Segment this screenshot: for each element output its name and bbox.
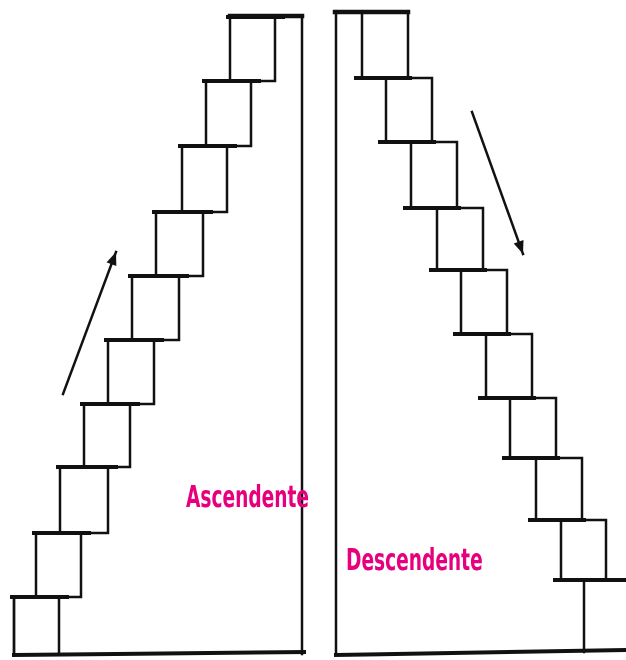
step-block [156, 212, 203, 276]
step-block [206, 81, 251, 146]
step-block [36, 533, 81, 597]
floor-line [14, 652, 304, 655]
step-block [486, 334, 532, 398]
up-arrow-head [107, 252, 117, 266]
down-arrow-head [514, 240, 524, 254]
step-block [230, 17, 275, 81]
step-block [561, 520, 606, 580]
step-block [14, 597, 59, 655]
direction-arrows [63, 112, 523, 394]
step-block [132, 276, 179, 340]
step-block [536, 458, 582, 520]
step-block [60, 467, 108, 533]
down-arrow [472, 112, 523, 254]
step-block [437, 208, 483, 270]
step-block [108, 340, 154, 404]
step-block [461, 270, 507, 334]
step-block [386, 78, 432, 142]
ascending-label: Ascendente [186, 480, 309, 516]
step-block [362, 12, 408, 78]
step-block [182, 146, 227, 212]
step-block [84, 404, 130, 467]
step-block [510, 398, 556, 458]
floor-line [336, 650, 626, 655]
descending-label: Descendente [346, 543, 483, 579]
ascending-staircase [12, 16, 304, 655]
step-block [411, 142, 457, 208]
